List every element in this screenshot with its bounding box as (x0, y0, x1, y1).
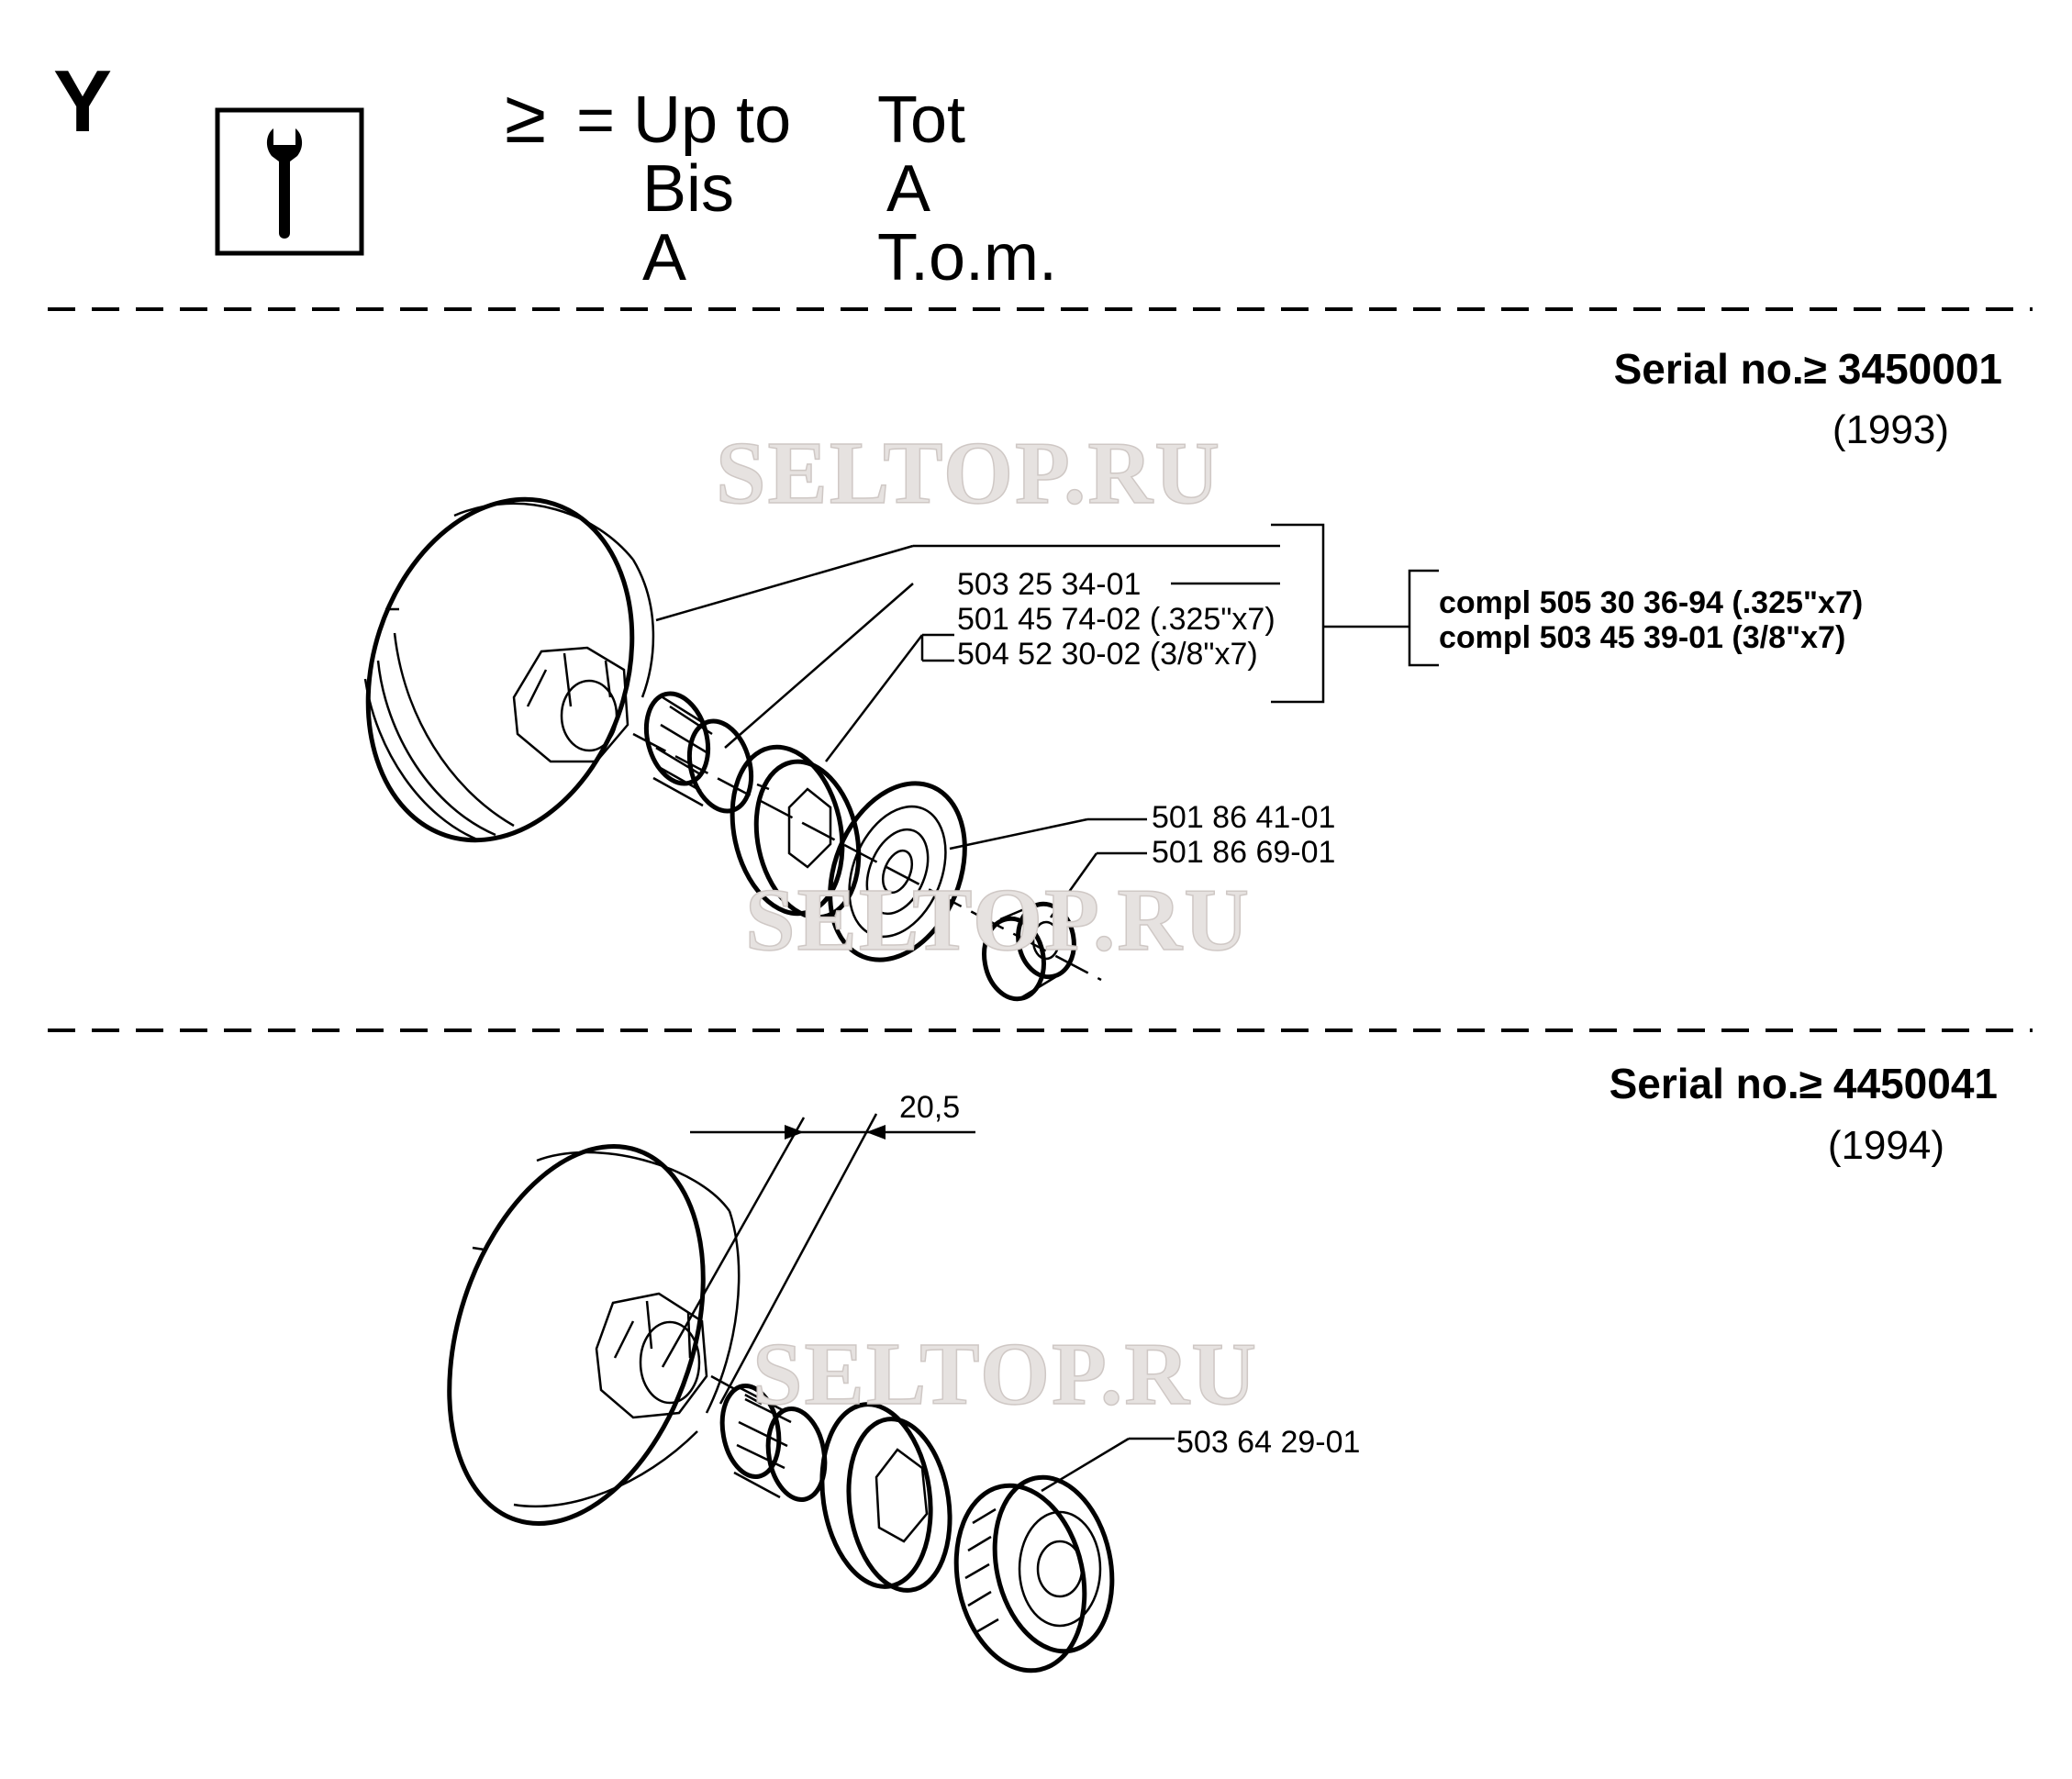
legend-up-to: = Up to (576, 83, 791, 157)
rim-sprocket-2 (819, 1402, 952, 1593)
serial-label-2: Serial no.≥4450041 (1610, 1060, 1998, 1107)
section-letter: Y (53, 52, 112, 150)
wrench-icon (215, 107, 364, 256)
kit-label-505-30-36-94: compl 505 30 36-94 (.325"x7) (1439, 585, 1863, 620)
legend-tot: Tot (877, 83, 965, 157)
watermark-3: SELTOP.RU (752, 1325, 1258, 1424)
legend-a: A (886, 152, 930, 226)
part-label-504-52-30-02: 504 52 30-02 (3/8"x7) (957, 637, 1258, 672)
legend-a-2: A (642, 221, 686, 295)
legend-bis: Bis (642, 152, 734, 226)
washer (828, 781, 967, 962)
part-label-501-86-69-01: 501 86 69-01 (1152, 835, 1335, 870)
drum-hub-2 (595, 1292, 708, 1419)
leader-lines-1 (655, 523, 1439, 918)
legend-symbol: ≥ (505, 75, 546, 159)
dimension-label: 20,5 (899, 1090, 960, 1125)
rim-sprocket (730, 744, 862, 920)
legend-tom: T.o.m. (877, 221, 1057, 295)
serial-label-1: Serial no.≥3450001 (1614, 345, 2002, 393)
serial-year-2: (1994) (1828, 1123, 1944, 1168)
part-label-503-64-29-01: 503 64 29-01 (1176, 1425, 1360, 1460)
axis-line-2 (710, 1374, 763, 1406)
needle-bearing (643, 691, 754, 814)
dimension-marker (661, 1113, 975, 1405)
watermark: SELTOP.RU (716, 424, 1221, 523)
small-bearing (982, 901, 1076, 1002)
part-label-501-45-74-02: 501 45 74-02 (.325"x7) (957, 602, 1276, 637)
clutch-drum-2 (447, 1144, 741, 1526)
drum-hub (512, 646, 629, 763)
part-label-503-25-34-01: 503 25 34-01 (957, 567, 1141, 602)
leader-lines-2 (1041, 1437, 1175, 1493)
clutch-drum (363, 496, 655, 843)
part-label-501-86-41-01: 501 86 41-01 (1152, 800, 1335, 835)
axis-line-1 (632, 732, 1102, 982)
kit-label-503-45-39-01: compl 503 45 39-01 (3/8"x7) (1439, 620, 1845, 655)
watermark-2: SELTOP.RU (745, 871, 1251, 970)
serial-year-1: (1993) (1832, 407, 1949, 452)
spur-sprocket (953, 1474, 1115, 1673)
